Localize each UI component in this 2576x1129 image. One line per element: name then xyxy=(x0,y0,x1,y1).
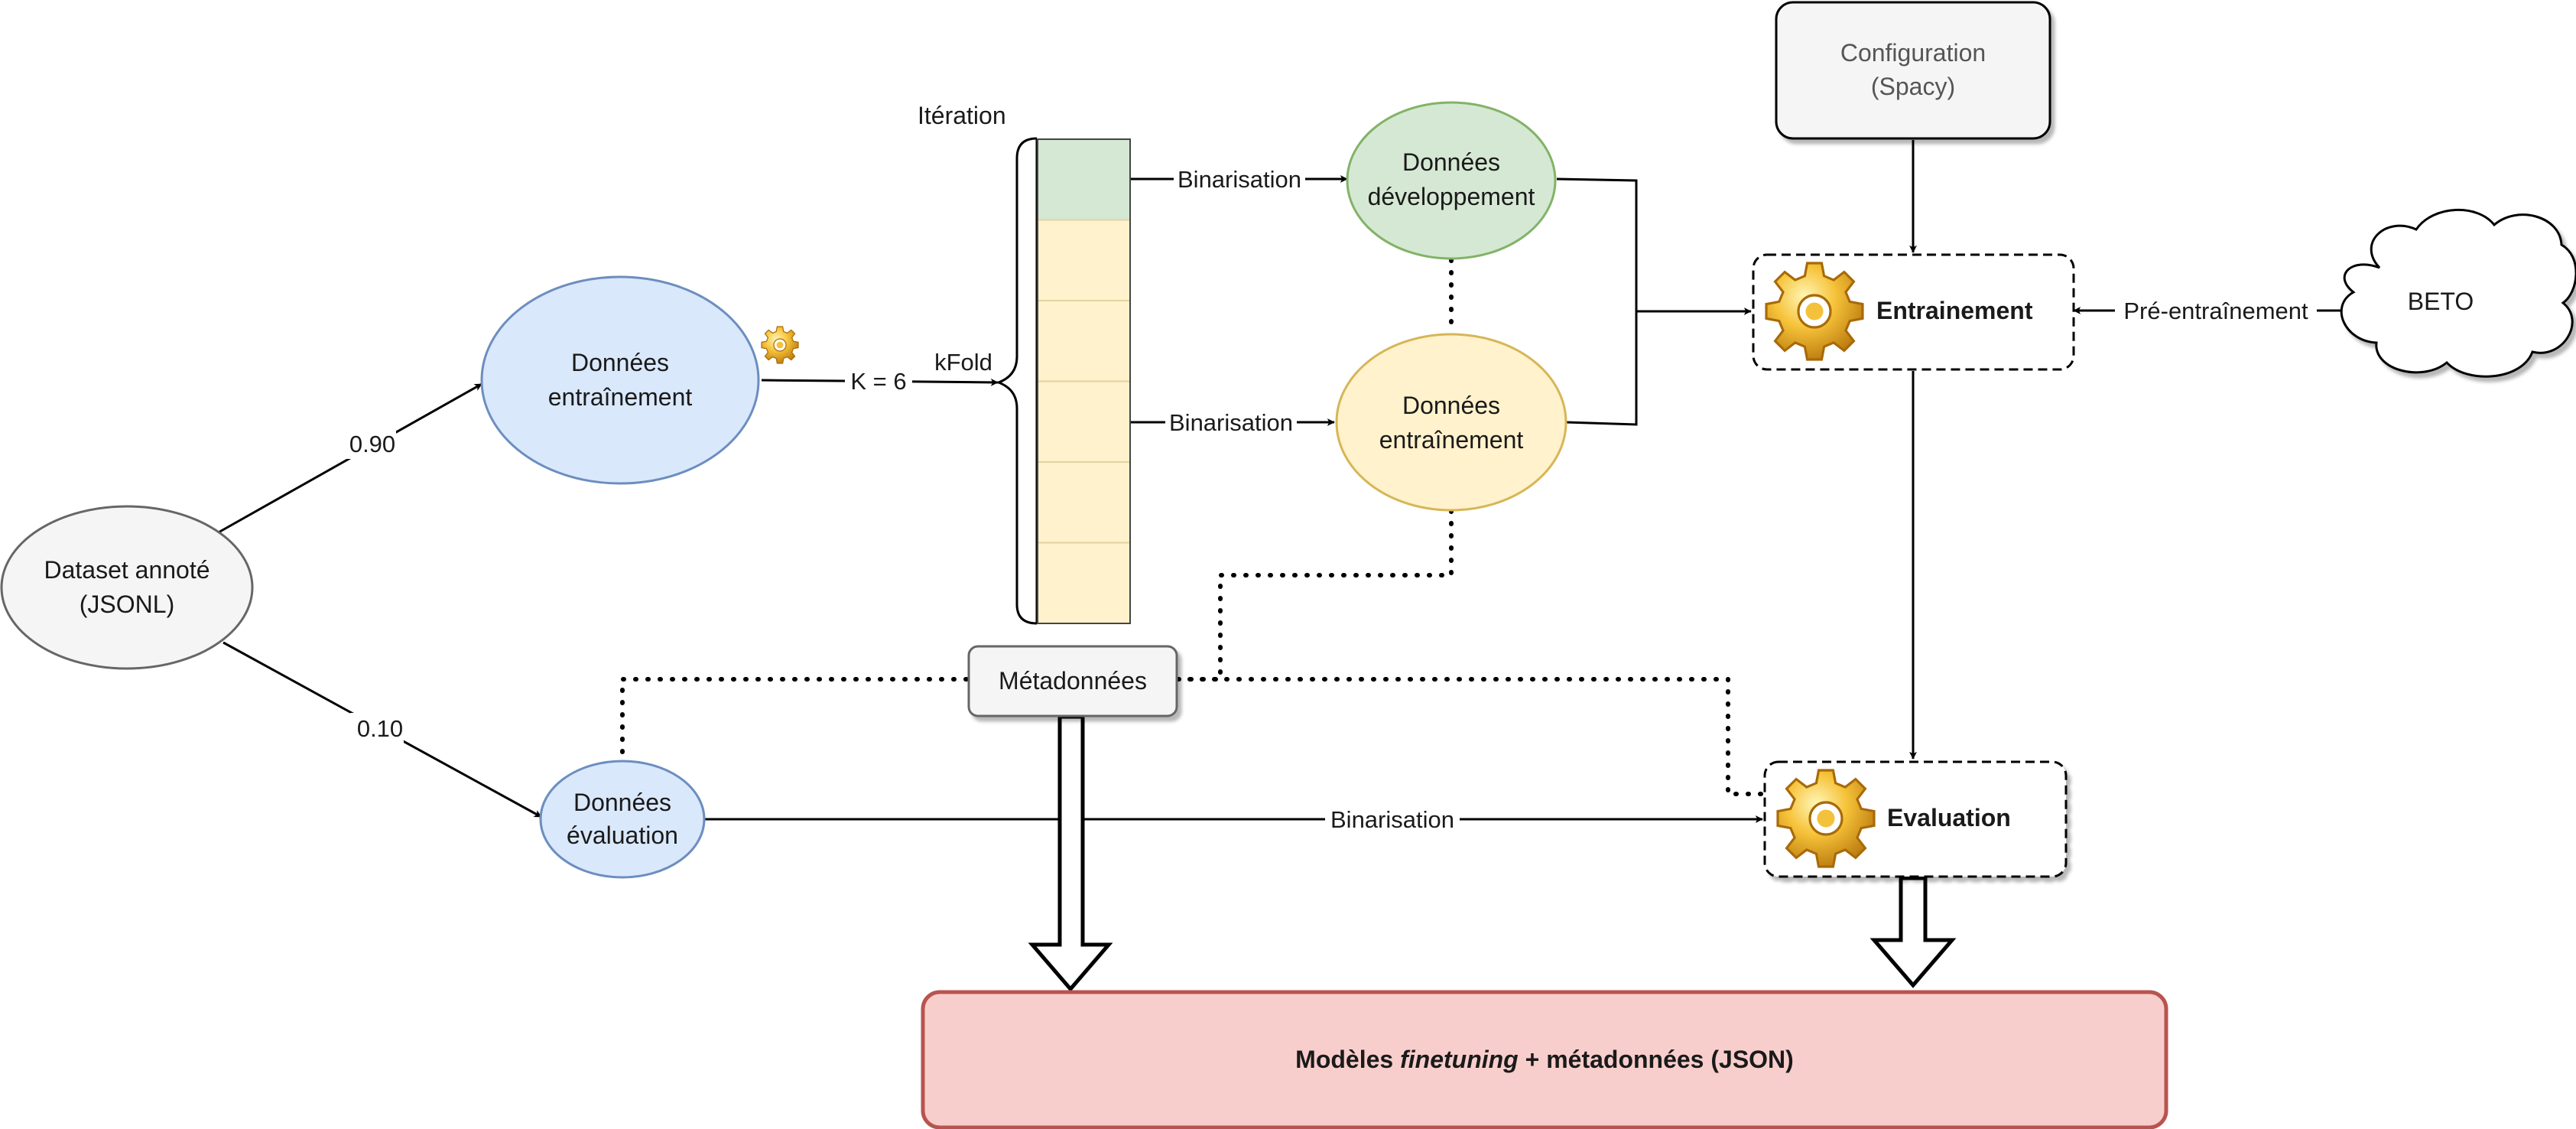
output-label-italic: finetuning xyxy=(1400,1046,1519,1073)
eval-data-label-line2: évaluation xyxy=(567,822,678,849)
dev-data-shape xyxy=(1346,101,1557,260)
fold-train-data-label-line1: Données xyxy=(1402,392,1500,419)
evaluation-gear-icon xyxy=(1776,769,1876,868)
binarisation-label-dev: Binarisation xyxy=(1178,166,1301,193)
configuration-node: Configuration (Spacy) xyxy=(1775,1,2051,140)
configuration-label-line1: Configuration xyxy=(1840,39,1986,67)
kfold-bracket xyxy=(995,137,1038,625)
curly-brace xyxy=(995,137,1038,625)
output-label: Modèles finetuning + métadonnées (JSON) xyxy=(1295,1046,1794,1073)
fold-cell-train xyxy=(1037,219,1131,301)
dataset-node: Dataset annoté (JSONL) xyxy=(0,505,254,670)
dev-data-label-line1: Données xyxy=(1402,148,1500,176)
output-label-suffix: + métadonnées (JSON) xyxy=(1519,1046,1794,1073)
beto-label: BETO xyxy=(2408,288,2474,315)
split-eval-label: 0.10 xyxy=(357,715,403,742)
metadata-label: Métadonnées xyxy=(999,667,1147,695)
fold-cell-dev xyxy=(1037,138,1131,221)
fold-cell-train xyxy=(1037,300,1131,382)
fold-train-data-shape xyxy=(1335,333,1567,512)
fold-stack-outline xyxy=(1037,138,1131,624)
training-node: Entrainement xyxy=(1752,253,2075,371)
split-train-label: 0.90 xyxy=(349,431,395,457)
fold-cell-train xyxy=(1037,380,1131,463)
dataset-label-line2: (JSONL) xyxy=(80,591,174,618)
output-shape xyxy=(921,990,2168,1129)
iteration-label: Itération xyxy=(918,102,1006,129)
output-label-prefix: Modèles xyxy=(1295,1046,1400,1073)
training-data-label-line1: Données xyxy=(571,349,669,376)
beto-node: BETO xyxy=(2340,209,2576,378)
k-value-label: K = 6 xyxy=(850,368,906,395)
training-data-label-line2: entraînement xyxy=(548,383,693,411)
configuration-shape xyxy=(1775,1,2051,140)
edge-dev-data-to-training xyxy=(1556,177,1752,315)
configuration-label-line2: (Spacy) xyxy=(1871,73,1955,100)
dotted-metadata-to-eval-data xyxy=(620,677,969,763)
dotted-metadata-to-evaluation xyxy=(1175,677,1765,796)
edge-train-data-to-training xyxy=(1565,311,1638,426)
training-label: Entrainement xyxy=(1876,297,2033,324)
edges xyxy=(216,140,2341,992)
dev-data-label-line2: développement xyxy=(1368,183,1535,210)
fold-train-data-node: Données entraînement xyxy=(1335,333,1567,512)
dotted-train-to-metadata xyxy=(1175,509,1454,682)
fold-stack xyxy=(1037,138,1131,624)
metadata-node: Métadonnées xyxy=(967,645,1178,717)
hollow-arrow-evaluation-to-output xyxy=(1869,876,1957,988)
training-gear-icon xyxy=(1765,262,1864,361)
binarisation-label-train: Binarisation xyxy=(1169,409,1293,436)
small-gear-icon xyxy=(761,326,799,364)
training-data-shape xyxy=(480,275,760,485)
fold-cell-train xyxy=(1037,461,1131,544)
output-node: Modèles finetuning + métadonnées (JSON) xyxy=(921,990,2168,1129)
eval-data-node: Données évaluation xyxy=(539,760,706,879)
dataset-shape xyxy=(0,505,254,670)
fold-cell-train xyxy=(1037,542,1131,624)
dataset-label-line1: Dataset annoté xyxy=(44,556,210,584)
fold-train-data-label-line2: entraînement xyxy=(1379,426,1524,454)
eval-data-shape xyxy=(539,760,706,879)
eval-data-label-line1: Données xyxy=(573,789,671,816)
kfold-label: kFold xyxy=(934,349,992,376)
metadata-shape xyxy=(967,645,1178,717)
evaluation-node: Evaluation xyxy=(1763,760,2068,878)
evaluation-label: Evaluation xyxy=(1887,804,2011,831)
binarisation-label-eval: Binarisation xyxy=(1330,806,1454,833)
beto-cloud-shape xyxy=(2340,209,2576,378)
dev-data-node: Données développement xyxy=(1346,101,1557,260)
pretraining-label: Pré-entraînement xyxy=(2123,298,2308,324)
hollow-arrow-metadata-to-output xyxy=(1028,714,1113,992)
training-data-node: Données entraînement xyxy=(480,275,760,485)
edge-labels: 0.90 0.10 Itération kFold K = 6 Binarisa… xyxy=(343,102,2317,835)
